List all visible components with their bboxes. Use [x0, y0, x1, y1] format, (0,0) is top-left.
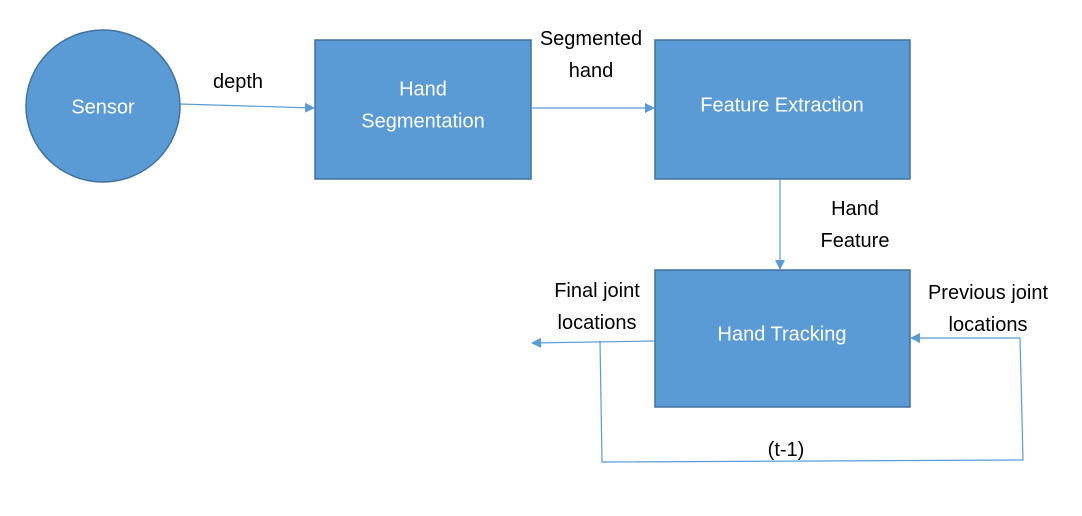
edge-tracking-output — [531, 337, 656, 348]
hand-segmentation-label-line2: Segmentation — [361, 110, 484, 132]
edge-feedback-loop — [599, 333, 1024, 463]
edge-sensor-to-segmentation — [179, 102, 315, 113]
edge-label-final-joint-line2: locations — [558, 312, 637, 334]
hand-segmentation-node — [314, 39, 532, 180]
hand-segmentation-label-line1: Hand — [399, 78, 447, 100]
edge-label-previous-joint-line2: locations — [949, 314, 1028, 336]
edge-label-segmented-hand-line1: Segmented — [540, 28, 642, 50]
hand-tracking-node — [654, 269, 911, 408]
edge-label-segmented-hand-line2: hand — [569, 60, 614, 82]
edge-label-depth: depth — [213, 71, 263, 93]
sensor-label: Sensor — [71, 96, 135, 118]
sensor-node — [25, 29, 181, 183]
edge-label-feedback-delay: (t-1) — [768, 439, 805, 461]
edge-label-hand-feature-line2: Feature — [821, 230, 890, 252]
edge-label-previous-joint-line1: Previous joint — [928, 282, 1049, 304]
hand-tracking-label: Hand Tracking — [718, 323, 847, 345]
edge-label-final-joint-line1: Final joint — [554, 280, 640, 302]
edge-label-hand-feature-line1: Hand — [831, 198, 879, 220]
feature-extraction-node — [654, 39, 911, 180]
feature-extraction-label: Feature Extraction — [700, 94, 863, 116]
